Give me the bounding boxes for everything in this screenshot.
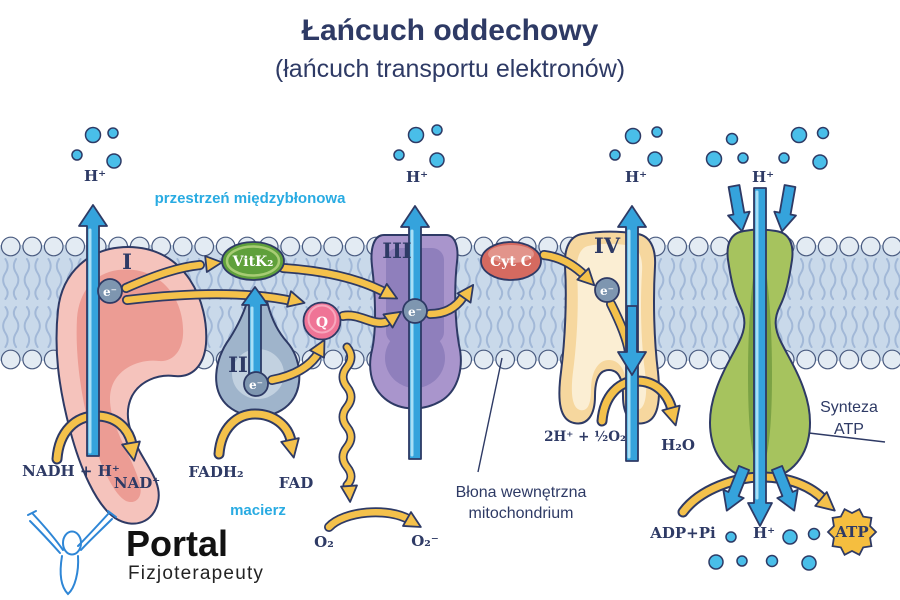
- h-ion-dots-synthase-top: [705, 126, 830, 170]
- h-plus-label-i: H⁺: [84, 167, 106, 185]
- electron-label-iv: e⁻: [600, 284, 614, 298]
- electron-label-ii: e⁻: [249, 378, 263, 392]
- membrane-pointer-line: [477, 357, 503, 473]
- h-plus-label-synthase-top: H⁺: [752, 168, 774, 186]
- complex-iv-label: IV: [594, 233, 621, 258]
- membrane-label-line1: Błona wewnętrzna: [456, 484, 587, 501]
- superoxide-label: O₂⁻: [411, 532, 439, 550]
- synthase-label-line2: ATP: [834, 421, 864, 438]
- intermembrane-space-label: przestrzeń międzybłonowa: [155, 190, 347, 207]
- electron-arrow-i-to-q: [122, 289, 308, 312]
- page-title: Łańcuch oddechowy: [302, 14, 599, 47]
- water-label: H₂O: [661, 436, 695, 454]
- atp-label: ATP: [834, 523, 868, 541]
- h-plus-label-iv: H⁺: [625, 168, 647, 186]
- electron-arrow-vitk2-to-iii: [278, 263, 402, 307]
- h-plus-arrow-complex-i: [78, 204, 108, 457]
- membrane-label-line2: mitochondrium: [469, 505, 574, 522]
- logo-name: Portal: [126, 523, 228, 564]
- electron-arrow-ii-to-q: [267, 335, 333, 385]
- q-circle: [302, 301, 342, 341]
- h-plus-label-synthase-bottom: H⁺: [753, 524, 775, 542]
- electron-circle-i: [97, 278, 123, 304]
- nad-label: NAD⁺: [114, 474, 160, 492]
- h-ion-dots-complex-iii: [393, 124, 445, 168]
- electron-arrow-iii-to-cytc: [425, 279, 481, 319]
- h-plus-arrow-complex-iii: [400, 205, 430, 460]
- electron-label-iii: e⁻: [408, 305, 422, 319]
- logo-person-icon: [27, 510, 117, 596]
- electron-label-i: e⁻: [103, 285, 117, 299]
- h-plus-label-iii: H⁺: [406, 168, 428, 186]
- matrix-label: macierz: [230, 502, 286, 519]
- synthase-label-line1: Synteza: [820, 399, 878, 416]
- electron-circle-iv: [594, 277, 620, 303]
- o2-label: O₂: [314, 533, 334, 551]
- adp-label: ADP+Pi: [649, 524, 716, 542]
- page-subtitle: (łańcuch transportu elektronów): [275, 55, 625, 83]
- electron-arrow-i-to-vitk2: [121, 253, 224, 293]
- vitk2-label: VitK₂: [232, 254, 274, 270]
- complex-ii-label: II: [228, 352, 248, 377]
- o2-to-superoxide-arrow: [324, 507, 426, 535]
- fad-label: FAD: [279, 474, 313, 492]
- oxygen-half-label: 2H⁺ + ½O₂: [544, 429, 626, 445]
- h-plus-arrow-synthase-top-right: [770, 183, 802, 235]
- cytc-label: Cyt C: [490, 254, 532, 270]
- h-plus-arrow-synthase-center: [747, 187, 773, 527]
- complex-iii-label: III: [382, 238, 411, 263]
- fadh2-to-fad-arrow: [213, 408, 304, 461]
- fadh2-label: FADH₂: [188, 463, 243, 481]
- q-label: Q: [316, 315, 328, 331]
- h-ion-dots-complex-i: [71, 126, 122, 169]
- h-plus-arrow-iv-reaction: [617, 305, 647, 376]
- electron-circle-ii: [243, 371, 269, 397]
- electron-circle-iii: [402, 298, 428, 324]
- q-to-oxygen-wavy-arrow: [338, 342, 359, 504]
- atp-starburst: [826, 507, 878, 557]
- electron-arrow-cytc-to-iv: [539, 250, 601, 292]
- cytc-oval: [480, 241, 542, 281]
- h-plus-arrow-synthase-top-left: [722, 183, 754, 235]
- h-ion-dots-complex-iv: [609, 126, 663, 167]
- h-ion-dots-synthase-bottom: [708, 527, 821, 571]
- complex-i-label: I: [122, 249, 132, 274]
- vitk2-oval: [221, 241, 285, 281]
- logo: Portal Fizjoterapeuty: [27, 510, 264, 596]
- logo-tagline: Fizjoterapeuty: [128, 563, 264, 584]
- electron-arrow-q-to-iii: [338, 304, 407, 329]
- nadh-label: NADH + H⁺: [22, 462, 120, 480]
